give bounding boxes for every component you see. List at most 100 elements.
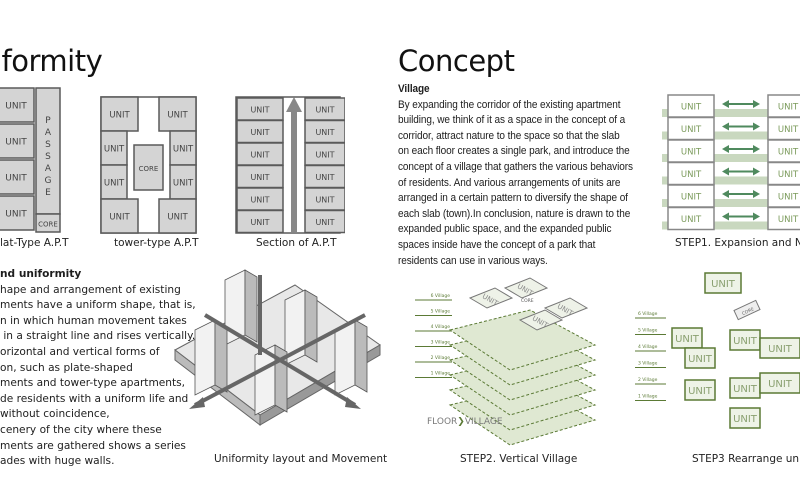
tower-unit-label: UNIT <box>167 111 188 121</box>
passage-letter: A <box>45 128 52 138</box>
caption-section: Section of A.P.T <box>256 237 337 249</box>
village-level-label: 3 Village <box>638 361 658 367</box>
arrow-head-left <box>722 167 729 176</box>
plate-unit-label: UNIT <box>5 210 27 220</box>
section-unit-label: UNIT <box>315 218 334 227</box>
nature-strip <box>662 154 800 162</box>
tower-unit-label: UNIT <box>109 111 130 121</box>
step1-unit-box <box>667 206 715 231</box>
step1-unit-label: UNIT <box>681 193 702 203</box>
caption-uniformity-layout: Uniformity layout and Movement <box>214 453 388 465</box>
floor-to-village-label: FLOOR❯VILLAGE <box>427 417 503 427</box>
paragraph-line: concept of a village that gathers the va… <box>398 160 633 173</box>
passage-letter: S <box>45 140 51 150</box>
village-level-label: 1 Village <box>431 371 451 377</box>
section-unit-label: UNIT <box>250 218 269 227</box>
step1-unit-label: UNIT <box>778 193 799 203</box>
paragraph-line: de residents with a uniform life and <box>0 392 189 405</box>
paragraph-line: corridor, attract nature to the space so… <box>398 129 620 142</box>
tower-unit-box <box>158 198 197 234</box>
section-unit-label: UNIT <box>250 106 269 115</box>
arrow-head-left <box>722 100 729 108</box>
section-unit-box <box>304 209 345 234</box>
paragraph-line: in a straight line and rises vertically. <box>0 330 196 343</box>
village-level-label: 6 Village <box>431 293 451 299</box>
section-unit-label: UNIT <box>250 173 269 182</box>
arrow-head-right <box>753 122 760 131</box>
section-unit-label: UNIT <box>315 106 334 115</box>
caption-plate-type: lat-Type A.P.T <box>0 237 69 249</box>
arrow-head-right <box>753 190 760 198</box>
step3-unit-label: UNIT <box>733 414 758 425</box>
section-title-concept: Concept <box>398 44 515 78</box>
paragraph-line: on each floor creates a single park, and… <box>398 145 630 158</box>
passage-letter: P <box>45 116 51 126</box>
nature-strip <box>662 131 800 140</box>
section-unit-label: UNIT <box>250 151 269 160</box>
step1-unit-label: UNIT <box>778 125 799 135</box>
uniformity-iso-diagram <box>174 269 381 427</box>
arrow-head-right <box>753 100 760 108</box>
tower-unit-label: UNIT <box>104 179 125 189</box>
arrow-head-left <box>722 145 729 153</box>
paragraph-line: orizontal and vertical forms of <box>0 345 160 358</box>
step1-unit-label: UNIT <box>681 215 702 225</box>
floor-label: FLOOR <box>427 417 458 427</box>
paragraph-line: residents can use in various ways. <box>398 254 548 267</box>
step1-unit-box <box>767 206 800 231</box>
arrow-head-left <box>722 122 729 131</box>
village-level-label: 3 Village <box>431 340 451 346</box>
paragraph-line: ades with huge walls. <box>0 455 115 468</box>
step3-unit-label: UNIT <box>733 384 758 395</box>
tower-unit-label: UNIT <box>173 145 194 155</box>
passage-letter: A <box>45 164 52 174</box>
step1-unit-label: UNIT <box>778 103 799 113</box>
paragraph-heading: Village <box>398 83 430 95</box>
step3-unit-label: UNIT <box>768 344 793 355</box>
caption-step2: STEP2. Vertical Village <box>460 453 578 465</box>
tower-unit-label: UNIT <box>109 213 130 223</box>
arrow-head-right <box>753 167 760 176</box>
paragraph-line: By expanding the corridor of the existin… <box>398 98 621 111</box>
step3-unit-label: UNIT <box>688 354 713 365</box>
plate-core-box <box>35 213 61 233</box>
passage-letter: G <box>45 176 52 186</box>
village-slab <box>448 309 597 371</box>
tower-core-label: CORE <box>139 165 159 173</box>
paragraph-heading: nd uniformity <box>0 268 82 280</box>
plate-unit-box <box>0 159 35 195</box>
caption-tower-type: tower-type A.P.T <box>114 237 199 249</box>
step1-unit-label: UNIT <box>681 103 702 113</box>
unit-roof <box>518 309 564 331</box>
plate-unit-label: UNIT <box>5 174 27 184</box>
paragraph-line: without coincidence, <box>0 408 110 421</box>
core-label: CORE <box>741 306 755 317</box>
plate-unit-box <box>0 123 35 159</box>
core-label: CORE <box>521 298 534 304</box>
step3-unit-label: UNIT <box>733 336 758 347</box>
nature-strip <box>662 109 800 117</box>
tower-unit-box <box>100 198 139 234</box>
paragraph-line: on, such as plate-shaped <box>0 361 133 374</box>
village-level-label: 4 Village <box>431 324 451 330</box>
paragraph-line: n in which human movement takes <box>0 314 187 327</box>
village-level-label: 2 Village <box>638 377 658 383</box>
passage-letter: E <box>45 188 51 198</box>
paragraph-line: cenery of the city where these <box>0 423 162 436</box>
section-unit-label: UNIT <box>315 128 334 137</box>
step3-unit-box <box>759 337 800 359</box>
section-unit-label: UNIT <box>315 173 334 182</box>
tower-core-box <box>133 144 164 191</box>
unit-roof <box>503 277 549 299</box>
step3-unit-box <box>704 272 742 294</box>
tower-unit-box <box>100 130 128 166</box>
plate-unit-box <box>0 87 35 123</box>
section-unit-label: UNIT <box>250 128 269 137</box>
arrow-head-right <box>753 212 760 221</box>
village-label: VILLAGE <box>464 417 503 427</box>
village-level-label: 1 Village <box>638 394 658 400</box>
nature-strip <box>662 176 800 185</box>
